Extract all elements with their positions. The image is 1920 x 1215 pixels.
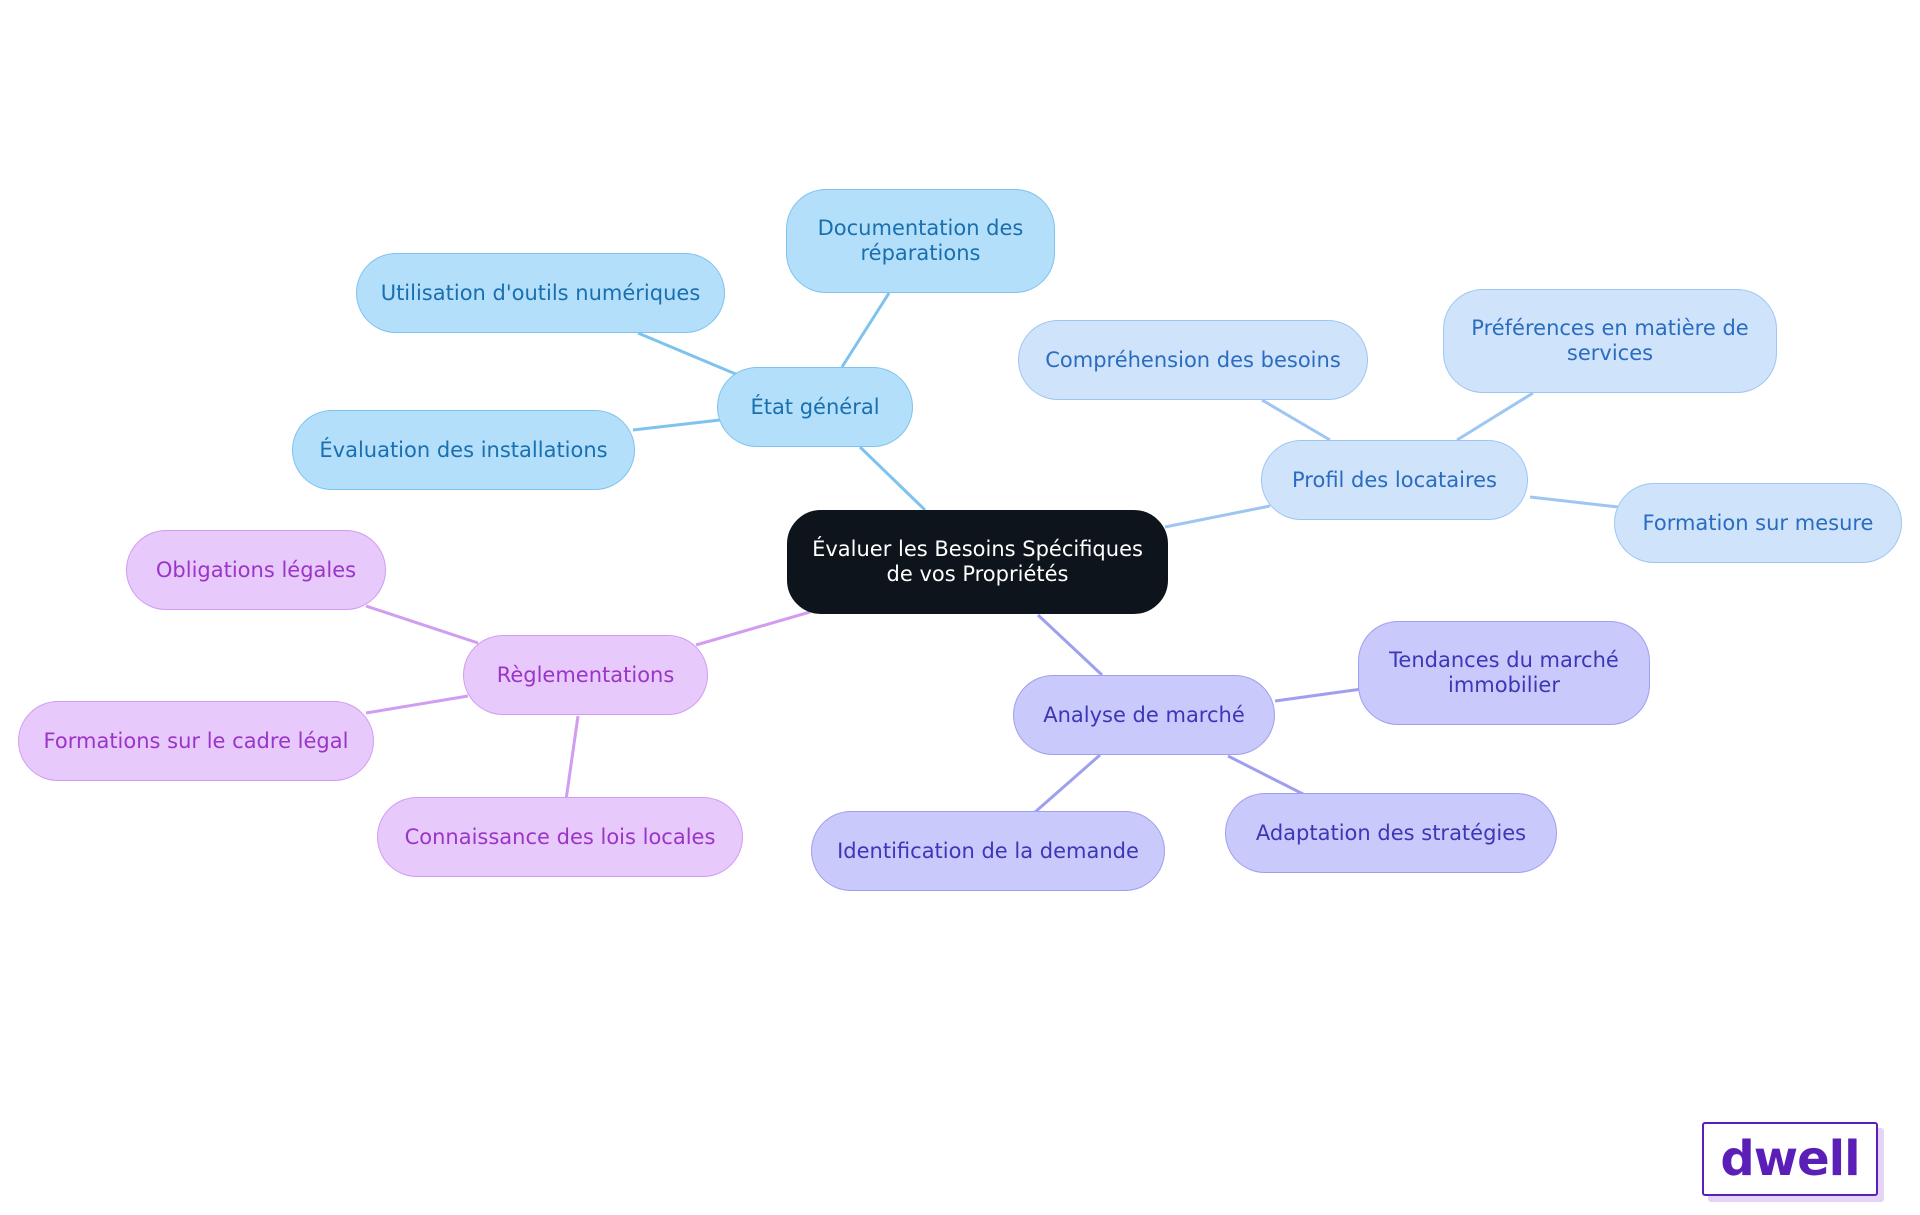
dwell-logo-text: dwell [1720,1131,1860,1187]
branch-reglementations[interactable]: Règlementations [463,635,708,715]
leaf-adaptation-strategies[interactable]: Adaptation des stratégies [1225,793,1557,873]
edge-root-profil-locataires [1164,504,1271,529]
edge-analyse-tendances [1274,687,1363,703]
leaf-documentation-reparations[interactable]: Documentation des réparations [786,189,1055,293]
edge-etat-documentation [840,292,891,368]
edge-profil-formation [1529,495,1619,509]
leaf-tendances-marche-immobilier[interactable]: Tendances du marché immobilier [1358,621,1650,725]
leaf-preferences-services[interactable]: Préférences en matière de services [1443,289,1777,393]
edge-analyse-adaptation [1227,754,1310,799]
branch-etat-general[interactable]: État général [717,367,913,447]
edge-etat-outils [637,331,739,377]
branch-profil-locataires[interactable]: Profil des locataires [1261,440,1528,520]
edge-regl-formations [365,694,469,715]
root-node[interactable]: Évaluer les Besoins Spécifiques de vos P… [787,510,1168,614]
leaf-obligations-legales[interactable]: Obligations légales [126,530,386,610]
leaf-comprehension-besoins[interactable]: Compréhension des besoins [1018,320,1368,400]
edge-regl-connaissance [564,715,580,801]
leaf-identification-demande[interactable]: Identification de la demande [811,811,1165,891]
edge-regl-obligations [365,604,479,645]
leaf-evaluation-installations[interactable]: Évaluation des installations [292,410,635,490]
dwell-logo: dwell [1702,1122,1878,1196]
branch-analyse-marche[interactable]: Analyse de marché [1013,675,1275,755]
edge-root-etat-general [858,445,927,512]
leaf-utilisation-outils-numeriques[interactable]: Utilisation d'outils numériques [356,253,725,333]
edge-root-reglementations [695,610,811,647]
edge-profil-comprehension [1261,398,1331,442]
leaf-connaissance-lois-locales[interactable]: Connaissance des lois locales [377,797,743,877]
edge-root-analyse-marche [1036,613,1104,677]
edge-etat-installations [632,418,721,432]
edge-profil-preferences [1456,391,1534,442]
leaf-formation-sur-mesure[interactable]: Formation sur mesure [1614,483,1902,563]
edge-analyse-identification [1033,753,1101,815]
leaf-formations-cadre-legal[interactable]: Formations sur le cadre légal [18,701,374,781]
